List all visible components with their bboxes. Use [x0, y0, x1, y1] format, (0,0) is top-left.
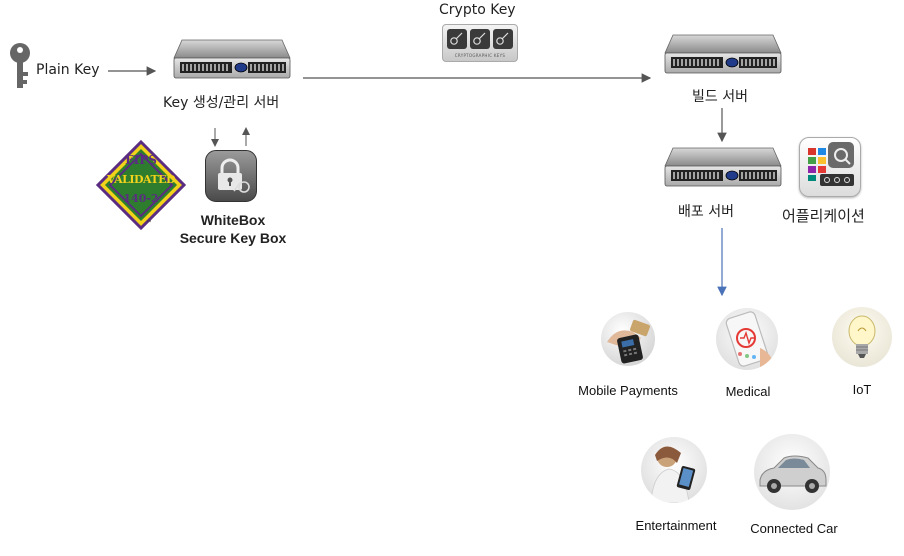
- app-icon: [799, 137, 861, 197]
- fips-top-text: FIPS: [125, 153, 157, 167]
- crypto-keys-icon: CRYPTOGRAPHIC KEYS: [442, 24, 518, 62]
- build-server-label: 빌드 서버: [692, 89, 748, 105]
- target-mobile-payments: Mobile Payments: [578, 383, 678, 398]
- iot-image: [832, 307, 892, 367]
- deploy-server-label: 배포 서버: [678, 204, 734, 220]
- fips-tm-text: ™: [146, 220, 152, 227]
- mobile-payments-image: [601, 312, 655, 366]
- target-medical: Medical: [725, 384, 771, 399]
- lock-icon: [205, 150, 257, 202]
- application-label: 어플리케이션: [782, 207, 865, 225]
- build-server-icon: [664, 34, 782, 74]
- crypto-key-label: Crypto Key: [439, 2, 516, 18]
- fips-seal-icon: FIPS VALIDATED 140-2 ™: [96, 140, 186, 230]
- target-iot: IoT: [852, 382, 872, 397]
- deploy-server-icon: [664, 147, 782, 187]
- key-icon: [10, 43, 30, 88]
- whitebox-label-line2: Secure Key Box: [179, 230, 287, 246]
- plain-key-label: Plain Key: [36, 62, 100, 78]
- entertainment-image: [641, 437, 707, 503]
- fips-mid-text: VALIDATED: [106, 173, 176, 186]
- key-server-label: Key 생성/관리 서버: [163, 95, 280, 111]
- fips-bottom-text: 140-2: [123, 192, 159, 205]
- target-entertainment: Entertainment: [635, 518, 717, 533]
- connected-car-image: [754, 434, 830, 510]
- key-server-icon: [173, 39, 291, 79]
- crypto-keys-badge-text: CRYPTOGRAPHIC KEYS: [454, 53, 506, 58]
- medical-image: [716, 308, 778, 370]
- whitebox-label-line1: WhiteBox: [200, 212, 266, 228]
- target-connected-car: Connected Car: [750, 521, 838, 536]
